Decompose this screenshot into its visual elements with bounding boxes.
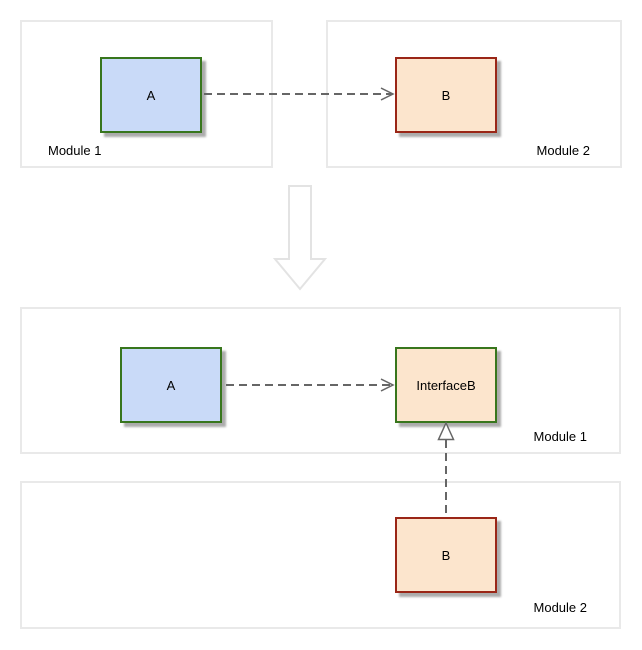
after-module-2-container: Module 2: [20, 481, 621, 629]
before-class-a-box: A: [100, 57, 202, 133]
before-class-a-label: A: [146, 87, 156, 103]
after-class-b-box: B: [395, 517, 497, 593]
after-class-a-label: A: [166, 377, 176, 393]
before-module-1-label: Module 1: [48, 143, 102, 158]
before-class-b-box: B: [395, 57, 497, 133]
after-interface-b-box: InterfaceB: [395, 347, 497, 423]
after-module-2-label: Module 2: [533, 600, 587, 615]
before-class-b-label: B: [441, 87, 451, 103]
after-module-1-label: Module 1: [533, 429, 587, 444]
after-module-1-container: Module 1: [20, 307, 621, 454]
after-class-a-box: A: [120, 347, 222, 423]
after-class-b-label: B: [441, 547, 451, 563]
before-module-2-label: Module 2: [536, 143, 590, 158]
transform-down-arrow-icon: [272, 185, 328, 291]
after-interface-b-label: InterfaceB: [416, 377, 476, 393]
